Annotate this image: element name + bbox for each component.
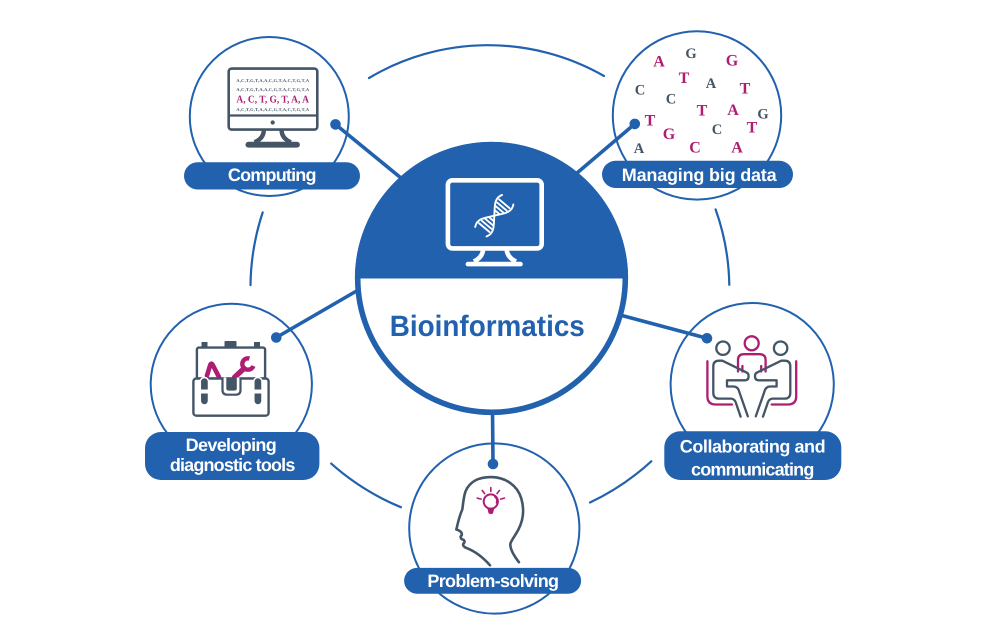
svg-text:T: T	[697, 103, 708, 120]
svg-text:A: A	[731, 140, 743, 157]
svg-text:Problem-solving: Problem-solving	[427, 571, 559, 591]
svg-text:A, C, T, G, T, A, A: A, C, T, G, T, A, A	[236, 94, 309, 105]
svg-text:T: T	[740, 81, 751, 98]
svg-text:Developing: Developing	[186, 435, 277, 455]
svg-text:A,C,T,G,T,A,A,C,G,T,A,C,T,G,T,: A,C,T,G,T,A,A,C,G,T,A,C,T,G,T,A	[236, 78, 309, 83]
svg-text:A,C,T,G,T,A,A,C,G,T,A,C,T,G,T,: A,C,T,G,T,A,A,C,G,T,A,C,T,G,T,A	[236, 107, 309, 112]
svg-text:diagnostic tools: diagnostic tools	[170, 455, 296, 475]
svg-text:Computing: Computing	[228, 165, 317, 185]
svg-text:Collaborating and: Collaborating and	[680, 436, 826, 456]
svg-text:G: G	[726, 53, 739, 70]
svg-text:C: C	[712, 122, 722, 138]
svg-text:T: T	[645, 113, 656, 130]
svg-text:A: A	[706, 76, 717, 92]
svg-text:G: G	[685, 46, 696, 62]
svg-text:communicating: communicating	[691, 459, 814, 479]
svg-text:G: G	[757, 107, 768, 123]
svg-text:C: C	[689, 140, 701, 157]
svg-text:C: C	[635, 83, 645, 99]
svg-text:C: C	[666, 92, 676, 108]
svg-text:A,C,T,G,T,A,A,C,G,T,A,C,T,G,T,: A,C,T,G,T,A,A,C,G,T,A,C,T,G,T,A	[236, 87, 309, 92]
svg-text:A: A	[653, 54, 665, 71]
svg-text:T: T	[679, 70, 690, 87]
svg-text:G: G	[663, 126, 676, 143]
svg-text:A: A	[634, 141, 645, 157]
svg-text:Bioinformatics: Bioinformatics	[390, 310, 585, 343]
svg-text:T: T	[747, 120, 758, 137]
svg-text:Managing big data: Managing big data	[622, 165, 778, 185]
svg-text:A: A	[727, 102, 739, 119]
